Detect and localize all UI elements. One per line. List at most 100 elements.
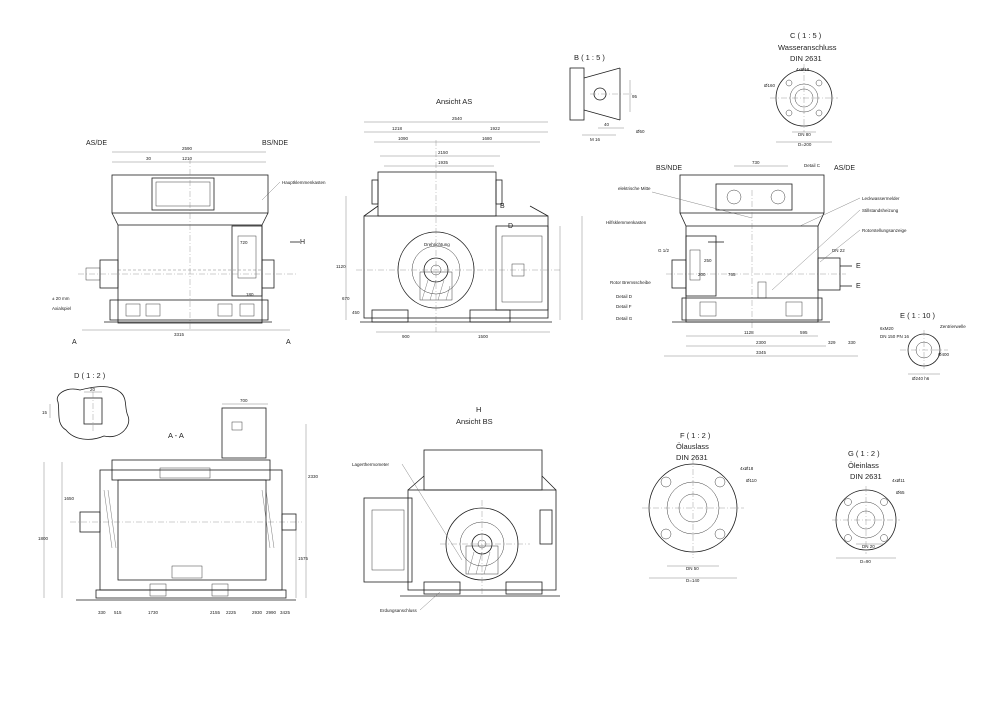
title-ansicht-bs: Ansicht BS	[456, 417, 493, 426]
subtitle-wasseranschluss: Wasseranschluss	[778, 43, 837, 52]
note-axialspiel: Axialspiel	[52, 306, 71, 311]
standard-din-2631-f: DIN 2631	[676, 453, 708, 462]
dim-4xo18-f: 4xØ18	[740, 466, 754, 471]
dim-o240: Ø240 h6	[912, 376, 930, 381]
note-detail-c: Detail C	[804, 163, 821, 168]
detail-e: E ( 1 : 10 ) 6xM20 DN 150 PN 16 Zentrier…	[880, 311, 966, 381]
dim-1128: 1128	[744, 330, 754, 335]
dim-2540: 2540	[452, 116, 463, 121]
standard-din-2631-c: DIN 2631	[790, 54, 822, 63]
note-erdungsanschluss: Erdungsanschluss	[380, 608, 418, 613]
dim-2590: 2590	[182, 146, 193, 151]
note-hilfsklemmenkasten: Hilfsklemmenkasten	[606, 220, 647, 225]
title-detail-e: E ( 1 : 10 )	[900, 311, 936, 320]
dim-2225: 2225	[226, 610, 237, 615]
label-as-de: AS/DE	[86, 140, 107, 147]
dim-670: 670	[342, 296, 350, 301]
note-rotor-bremsscheibe: Rotor Bremsscheibe	[610, 280, 651, 285]
dim-720: 720	[240, 240, 248, 245]
dim-4xo11: 4xØ11	[892, 478, 905, 483]
dim-1730: 1730	[148, 610, 159, 615]
dim-m16: M 16	[590, 137, 601, 142]
dim-3315: 3315	[174, 332, 185, 337]
dim-1680: 1680	[482, 136, 493, 141]
dim-2930: 2930	[252, 610, 263, 615]
section-a-a: A - A 700 1650 1800 2330 1575 330 515 17…	[38, 398, 319, 615]
dim-250: 250	[704, 258, 712, 263]
dim-o400: Ø400	[938, 352, 950, 357]
label-bs-nde-right: BS/NDE	[656, 165, 682, 172]
dim-595: 595	[800, 330, 808, 335]
dim-1922: 1922	[490, 126, 501, 131]
dim-450: 450	[352, 310, 360, 315]
dim-4xo18-c: 4xØ18	[796, 67, 810, 72]
detail-c: C ( 1 : 5 ) Wasseranschluss DIN 2631 4xØ…	[764, 31, 838, 147]
title-detail-g: G ( 1 : 2 )	[848, 449, 880, 458]
view-ansicht-as: Ansicht AS 2540 1218 1922 1090 1680 2150…	[336, 97, 583, 339]
dim-dn80: DN 80	[798, 132, 811, 137]
note-stillstandsheizung: Stillstandsheizung	[862, 208, 899, 213]
dim-515: 515	[114, 610, 122, 615]
note-e-befestigung: 6xM20	[880, 326, 894, 331]
dim-d90: D=90	[860, 559, 871, 564]
detail-marker-b: B	[500, 203, 505, 210]
dim-1210: 1210	[182, 156, 193, 161]
dim-o160: Ø160	[764, 83, 776, 88]
dim-2330: 2330	[308, 474, 319, 479]
dim-d140: D=140	[686, 578, 700, 583]
prefix-h: H	[476, 405, 481, 414]
detail-f: F ( 1 : 2 ) Ölauslass DIN 2631 4xØ18 Ø11…	[642, 431, 757, 583]
note-drehrichtung: Drehrichtung	[424, 242, 450, 247]
title-section-a-a: A - A	[168, 431, 184, 440]
dim-1800: 1800	[38, 536, 49, 541]
side-view-left: AS/DE BS/NDE 2590 30 1210 3315 720	[52, 140, 326, 346]
dim-o65: Ø65	[896, 490, 905, 495]
note-e-lochkreis: DN 150 PN 16	[880, 334, 910, 339]
dim-1935: 1935	[438, 160, 449, 165]
section-marker-a-left: A	[72, 339, 77, 346]
dim-3425: 3425	[280, 610, 291, 615]
dim-700: 700	[240, 398, 248, 403]
label-as-de-right: AS/DE	[834, 165, 855, 172]
dim-1120-left: 1120	[336, 264, 346, 269]
dim-dn20: DN 20	[862, 544, 875, 549]
dim-30: 30	[146, 156, 152, 161]
note-detail-d: Detail D	[616, 294, 633, 299]
dim-1090: 1090	[398, 136, 409, 141]
dim-730: 730	[752, 160, 760, 165]
dim-o110: Ø110	[746, 478, 757, 483]
dim-o50: Ø50	[636, 129, 645, 134]
dim-15: 15	[42, 410, 48, 415]
detail-b: B ( 1 : 5 ) 95 40 Ø50 M 16	[569, 53, 645, 142]
note-elektrische-mitte: elektrische Mitte	[618, 186, 651, 191]
title-detail-f: F ( 1 : 2 )	[680, 431, 711, 440]
label-bs-nde: BS/NDE	[262, 140, 288, 147]
note-detail-g: Detail G	[616, 316, 633, 321]
dim-765: 765	[728, 272, 736, 277]
dim-2990: 2990	[266, 610, 277, 615]
note-e-zentrierung: Zentrierwelle	[940, 324, 966, 329]
title-ansicht-as: Ansicht AS	[436, 97, 472, 106]
dim-329: 329	[828, 340, 836, 345]
dim-d200: D=200	[798, 142, 812, 147]
dim-330: 330	[848, 340, 856, 345]
section-marker-a-right: A	[286, 339, 291, 346]
title-detail-d: D ( 1 : 2 )	[74, 371, 106, 380]
title-detail-b: B ( 1 : 5 )	[574, 53, 605, 62]
dim-330: 330	[98, 610, 106, 615]
dim-1575: 1575	[298, 556, 309, 561]
dim-2300: 2300	[756, 340, 767, 345]
dim-200: 200	[698, 272, 706, 277]
view-ansicht-bs: H Ansicht BS Lagerthermometer Erdungsans…	[352, 405, 560, 613]
view-marker-h: H	[300, 239, 305, 246]
dim-dn22: DN 22	[832, 248, 845, 253]
subtitle-oeleinlass: Öleinlass	[848, 461, 879, 470]
dim-1500: 1500	[478, 334, 489, 339]
dim-1218: 1218	[392, 126, 403, 131]
dim-900: 900	[402, 334, 410, 339]
dim-180: 180	[246, 292, 254, 297]
marker-e-lower: E	[856, 283, 861, 290]
subtitle-oelauslass: Ölauslass	[676, 442, 709, 451]
dim-95: 95	[632, 94, 638, 99]
marker-e-upper: E	[856, 263, 861, 270]
